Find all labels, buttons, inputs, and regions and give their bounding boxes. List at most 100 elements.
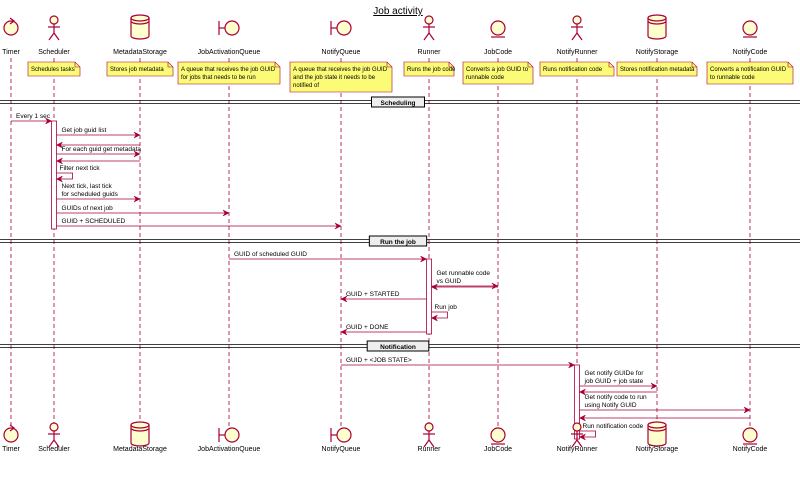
note-text: runnable code [466, 75, 505, 81]
note-jaq: A queue that receives the job GUID for jo… [177, 61, 281, 85]
diagram-title: Job activity [373, 6, 422, 17]
divider-label: Scheduling [380, 100, 415, 107]
participant-footer-label-nstore: NotifyStorage [636, 446, 679, 453]
message-sched-to-meta: For each guid get metadata [56, 146, 141, 158]
message-label: GUID + DONE [346, 324, 389, 331]
note-text: for jobs that needs to be run [181, 75, 256, 81]
note-text: and the job state it needs to be [293, 75, 376, 81]
actor-icon [423, 422, 435, 448]
database-icon [647, 421, 667, 447]
message-jcode-to-runner [430, 283, 498, 291]
note-text: A queue that receives the job GUID [181, 67, 276, 73]
entity-icon [490, 427, 506, 445]
participant-footer-label-jaq: JobActivationQueue [198, 446, 261, 453]
message-runner-to-runner: Run job [430, 304, 458, 322]
note-ncode: Converts a notification GUID to runnable … [706, 61, 794, 85]
message-label: Get notify GUIDe for [585, 370, 645, 377]
boundary-icon [330, 427, 352, 443]
database-icon [130, 14, 150, 40]
boundary-icon [330, 20, 352, 36]
note-text: Converts a job GUID to [466, 67, 529, 73]
divider-run-the-job: Run the job [0, 235, 800, 247]
message-sched-to-meta: Get job guid list [56, 127, 141, 139]
control-icon [3, 424, 19, 443]
participant-label-nstore: NotifyStorage [636, 49, 679, 56]
note-text: Schedules tasks [31, 67, 75, 73]
note-runner: Runs the job code [403, 61, 456, 77]
participant-label-jaq: JobActivationQueue [198, 49, 261, 56]
note-text: notified of [293, 83, 319, 89]
entity-icon [490, 20, 506, 38]
message-sched-to-jaq: GUIDs of next job [56, 205, 230, 217]
divider-notification: Notification [0, 340, 800, 352]
message-label: GUID of scheduled GUID [234, 251, 307, 258]
note-text: to runnable code [710, 75, 755, 81]
message-meta-to-sched [55, 141, 140, 149]
message-runner-to-nq: GUID + DONE [340, 324, 427, 336]
activation-runner [426, 258, 432, 335]
note-jcode: Converts a job GUID to runnable code [462, 61, 534, 85]
message-label: GUID + SCHEDULED [62, 218, 126, 225]
message-timer-to-sched: Every 1 sec [11, 113, 53, 125]
message-label: Get notify code to run [585, 394, 648, 401]
database-icon [130, 421, 150, 447]
message-label: Every 1 sec [16, 113, 51, 120]
message-label: for scheduled guids [62, 191, 119, 198]
participant-label-sched: Scheduler [38, 49, 70, 56]
actor-icon [48, 422, 60, 448]
entity-icon [742, 427, 758, 445]
note-text: Stores notification metadata [620, 67, 695, 73]
actor-icon [571, 422, 583, 448]
participant-footer-label-nq: NotifyQueue [322, 446, 361, 453]
message-label: vs GUID [437, 278, 462, 285]
divider-label: Run the job [380, 239, 416, 246]
message-label: job GUID + job state [584, 378, 644, 385]
message-label: GUIDs of next job [62, 205, 114, 212]
boundary-icon [218, 20, 240, 36]
message-label: using Notify GUID [585, 402, 637, 409]
participant-footer-label-meta: MetadataStorage [113, 446, 167, 453]
participant-footer-label-nrun: NotifyRunner [557, 446, 599, 453]
note-sched: Schedules tasks [27, 61, 81, 77]
participant-footer-label-ncode: NotifyCode [733, 446, 768, 453]
message-sched-to-sched: Filter next tick [55, 165, 101, 183]
message-label: Get runnable code [437, 270, 491, 277]
database-icon [647, 14, 667, 40]
control-icon [3, 17, 19, 36]
note-meta: Stores job metadata [106, 61, 174, 77]
message-label: Run notification code [583, 423, 644, 430]
message-meta-to-sched [55, 157, 140, 165]
message-sched-to-nq: GUID + SCHEDULED [56, 218, 342, 230]
note-nq: A queue that receives the job GUID and th… [289, 61, 393, 93]
divider-label: Notification [380, 344, 416, 351]
note-text: Runs the job code [407, 67, 456, 73]
participant-label-timer: Timer [2, 49, 20, 56]
message-label: Filter next tick [60, 165, 101, 172]
participant-label-runner: Runner [418, 49, 442, 56]
note-text: Stores job metadata [110, 67, 164, 73]
entity-icon [742, 20, 758, 38]
participant-label-jcode: JobCode [484, 49, 512, 56]
message-label: Run job [435, 304, 458, 311]
message-label: Get job guid list [62, 127, 107, 134]
divider-scheduling: Scheduling [0, 96, 800, 108]
note-text: Converts a notification GUID [710, 67, 787, 73]
participant-footer-label-runner: Runner [418, 446, 442, 453]
actor-icon [48, 15, 60, 41]
message-jaq-to-runner: GUID of scheduled GUID [229, 251, 428, 263]
participant-footer-label-timer: Timer [2, 446, 20, 453]
message-nq-to-nrun: GUID + <JOB STATE> [341, 357, 576, 369]
note-text: A queue that receives the job GUID [293, 67, 388, 73]
note-nstore: Stores notification metadata [616, 61, 698, 77]
note-nrun: Runs notification code [539, 61, 615, 77]
participant-label-meta: MetadataStorage [113, 49, 167, 56]
participant-footer-label-sched: Scheduler [38, 446, 70, 453]
message-nstore-to-nrun [578, 388, 657, 396]
message-runner-to-nq: GUID + STARTED [340, 291, 427, 303]
actor-icon [571, 15, 583, 41]
message-label: GUID + <JOB STATE> [346, 357, 412, 364]
